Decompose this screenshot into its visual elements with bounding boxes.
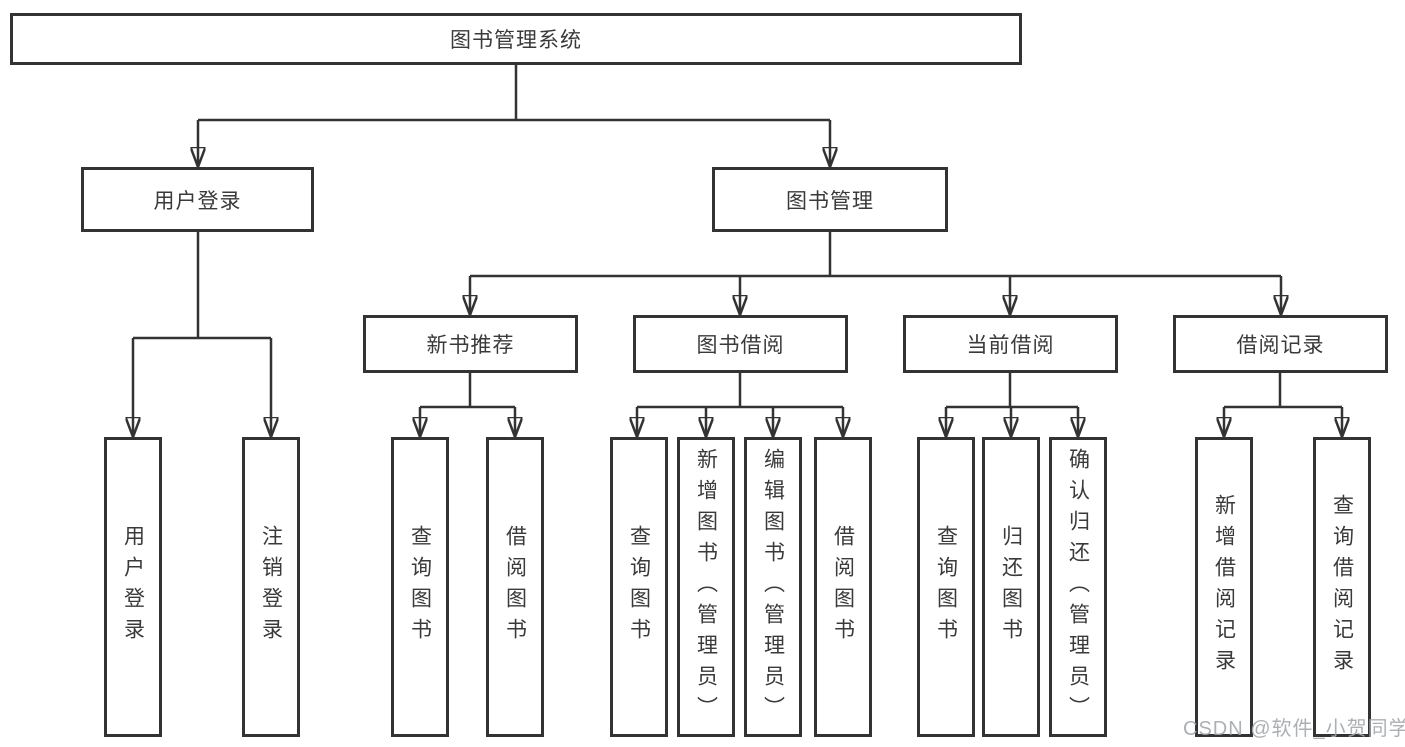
node-new-book-recommend: 新书推荐 [363, 315, 578, 373]
leaf-add-book-admin: 新增图书（管理员） [677, 437, 735, 737]
leaf-query-books-recommend: 查询图书 [391, 437, 449, 737]
connector-book-management-to-modules [470, 232, 1281, 313]
leaf-query-borrow-record-label: 查询借阅记录 [1330, 494, 1354, 680]
leaf-add-book-admin-label: 新增图书（管理员） [694, 447, 718, 727]
leaf-query-books-recommend-label: 查询图书 [408, 525, 432, 649]
node-book-borrow: 图书借阅 [633, 315, 848, 373]
node-user-login-branch: 用户登录 [81, 167, 314, 232]
leaf-edit-book-admin-label: 编辑图书（管理员） [761, 447, 785, 727]
leaf-logout: 注销登录 [242, 437, 300, 737]
node-borrow-records-label: 借阅记录 [1236, 334, 1325, 357]
node-root-label: 图书管理系统 [450, 29, 582, 52]
node-book-management-branch-label: 图书管理 [786, 189, 874, 213]
leaf-confirm-return-admin-label: 确认归还（管理员） [1066, 447, 1090, 727]
leaf-query-borrow-record: 查询借阅记录 [1313, 437, 1371, 737]
leaf-user-login-label: 用户登录 [121, 525, 145, 649]
leaf-logout-label: 注销登录 [259, 525, 283, 649]
leaf-return-book: 归还图书 [982, 437, 1040, 737]
connector-book-borrow-to-leaves [637, 373, 843, 435]
leaf-query-books-current-label: 查询图书 [934, 525, 958, 649]
node-current-borrow: 当前借阅 [903, 315, 1118, 373]
leaf-add-borrow-record-label: 新增借阅记录 [1212, 494, 1236, 680]
connector-new-book-recommend-to-leaves [420, 373, 515, 435]
leaf-borrow-books-recommend: 借阅图书 [486, 437, 544, 737]
node-new-book-recommend-label: 新书推荐 [426, 334, 515, 357]
leaf-query-books-current: 查询图书 [917, 437, 975, 737]
leaf-edit-book-admin: 编辑图书（管理员） [744, 437, 802, 737]
leaf-query-books-borrow: 查询图书 [610, 437, 668, 737]
node-user-login-branch-label: 用户登录 [153, 189, 242, 213]
node-current-borrow-label: 当前借阅 [966, 334, 1055, 357]
csdn-watermark: CSDN @软件_小贺同学 [1183, 718, 1405, 740]
node-root: 图书管理系统 [10, 13, 1022, 65]
connector-current-borrow-to-leaves [946, 373, 1078, 435]
leaf-query-books-borrow-label: 查询图书 [627, 525, 651, 649]
node-borrow-records: 借阅记录 [1173, 315, 1388, 373]
node-book-borrow-label: 图书借阅 [696, 334, 785, 357]
leaf-user-login: 用户登录 [104, 437, 162, 737]
leaf-confirm-return-admin: 确认归还（管理员） [1049, 437, 1107, 737]
leaf-borrow-books-borrow: 借阅图书 [814, 437, 872, 737]
leaf-borrow-books-borrow-label: 借阅图书 [831, 525, 855, 649]
connector-root-to-branches [198, 65, 830, 165]
leaf-add-borrow-record: 新增借阅记录 [1195, 437, 1253, 737]
node-book-management-branch: 图书管理 [712, 167, 948, 232]
leaf-borrow-books-recommend-label: 借阅图书 [503, 525, 527, 649]
connector-borrow-records-to-leaves [1224, 373, 1342, 435]
leaf-return-book-label: 归还图书 [999, 525, 1023, 649]
connector-user-login-to-leaves [133, 232, 271, 435]
